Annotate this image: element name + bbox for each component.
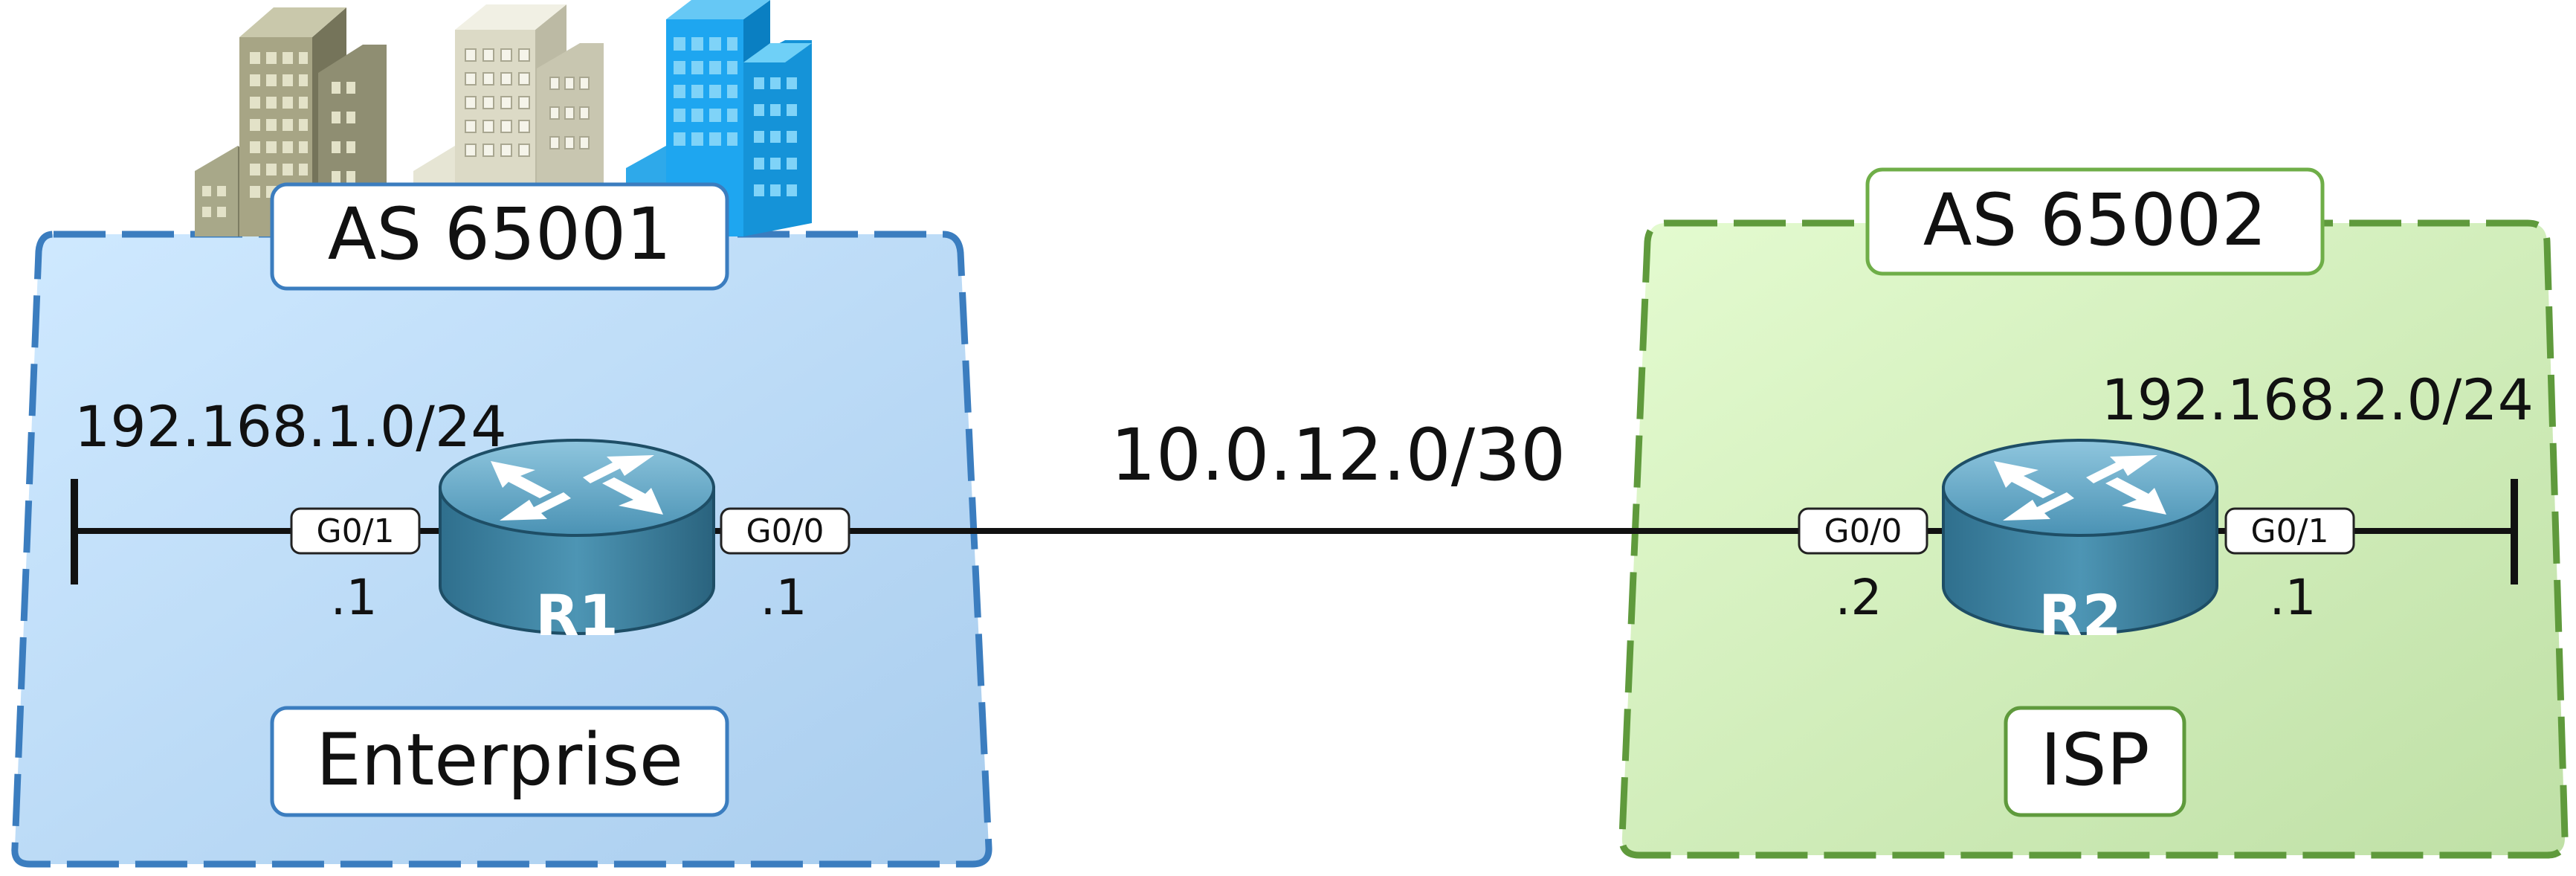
wan-network-label: 10.0.12.0/30 bbox=[1111, 413, 1566, 497]
router-icon bbox=[1942, 439, 2218, 635]
r2-lan-interface: G0/1 bbox=[2251, 512, 2329, 550]
r1-name: R1 bbox=[535, 582, 618, 648]
r2-g0-1-tag: G0/1 bbox=[2224, 507, 2355, 555]
isp-as-badge: AS 65002 bbox=[1865, 167, 2325, 276]
r1-wan-ip: .1 bbox=[761, 569, 807, 626]
r1-lan-interface: G0/1 bbox=[317, 512, 395, 550]
r2-wan-ip: .2 bbox=[1836, 569, 1882, 626]
enterprise-as-label: AS 65001 bbox=[328, 193, 672, 276]
r1-g0-1-tag: G0/1 bbox=[290, 507, 421, 555]
isp-lan-network: 192.168.2.0/24 bbox=[2101, 367, 2534, 433]
router-r1[interactable]: R1 bbox=[439, 439, 715, 648]
isp-zone-badge: ISP bbox=[2004, 706, 2186, 817]
router-icon bbox=[439, 439, 715, 635]
router-r2[interactable]: R2 bbox=[1942, 439, 2218, 648]
enterprise-zone-badge: Enterprise bbox=[270, 706, 729, 817]
enterprise-lan-network: 192.168.1.0/24 bbox=[74, 393, 507, 460]
r1-g0-0-tag: G0/0 bbox=[720, 507, 850, 555]
r2-wan-interface: G0/0 bbox=[1824, 512, 1902, 550]
enterprise-as-badge: AS 65001 bbox=[270, 182, 729, 291]
r2-lan-ip: .1 bbox=[2270, 569, 2317, 626]
r1-lan-ip: .1 bbox=[331, 569, 378, 626]
isp-zone-label: ISP bbox=[2040, 718, 2149, 802]
r1-wan-interface: G0/0 bbox=[746, 512, 824, 550]
enterprise-zone-label: Enterprise bbox=[316, 718, 683, 802]
isp-as-label: AS 65002 bbox=[1923, 178, 2267, 262]
r2-g0-0-tag: G0/0 bbox=[1798, 507, 1928, 555]
r2-name: R2 bbox=[2038, 582, 2121, 648]
